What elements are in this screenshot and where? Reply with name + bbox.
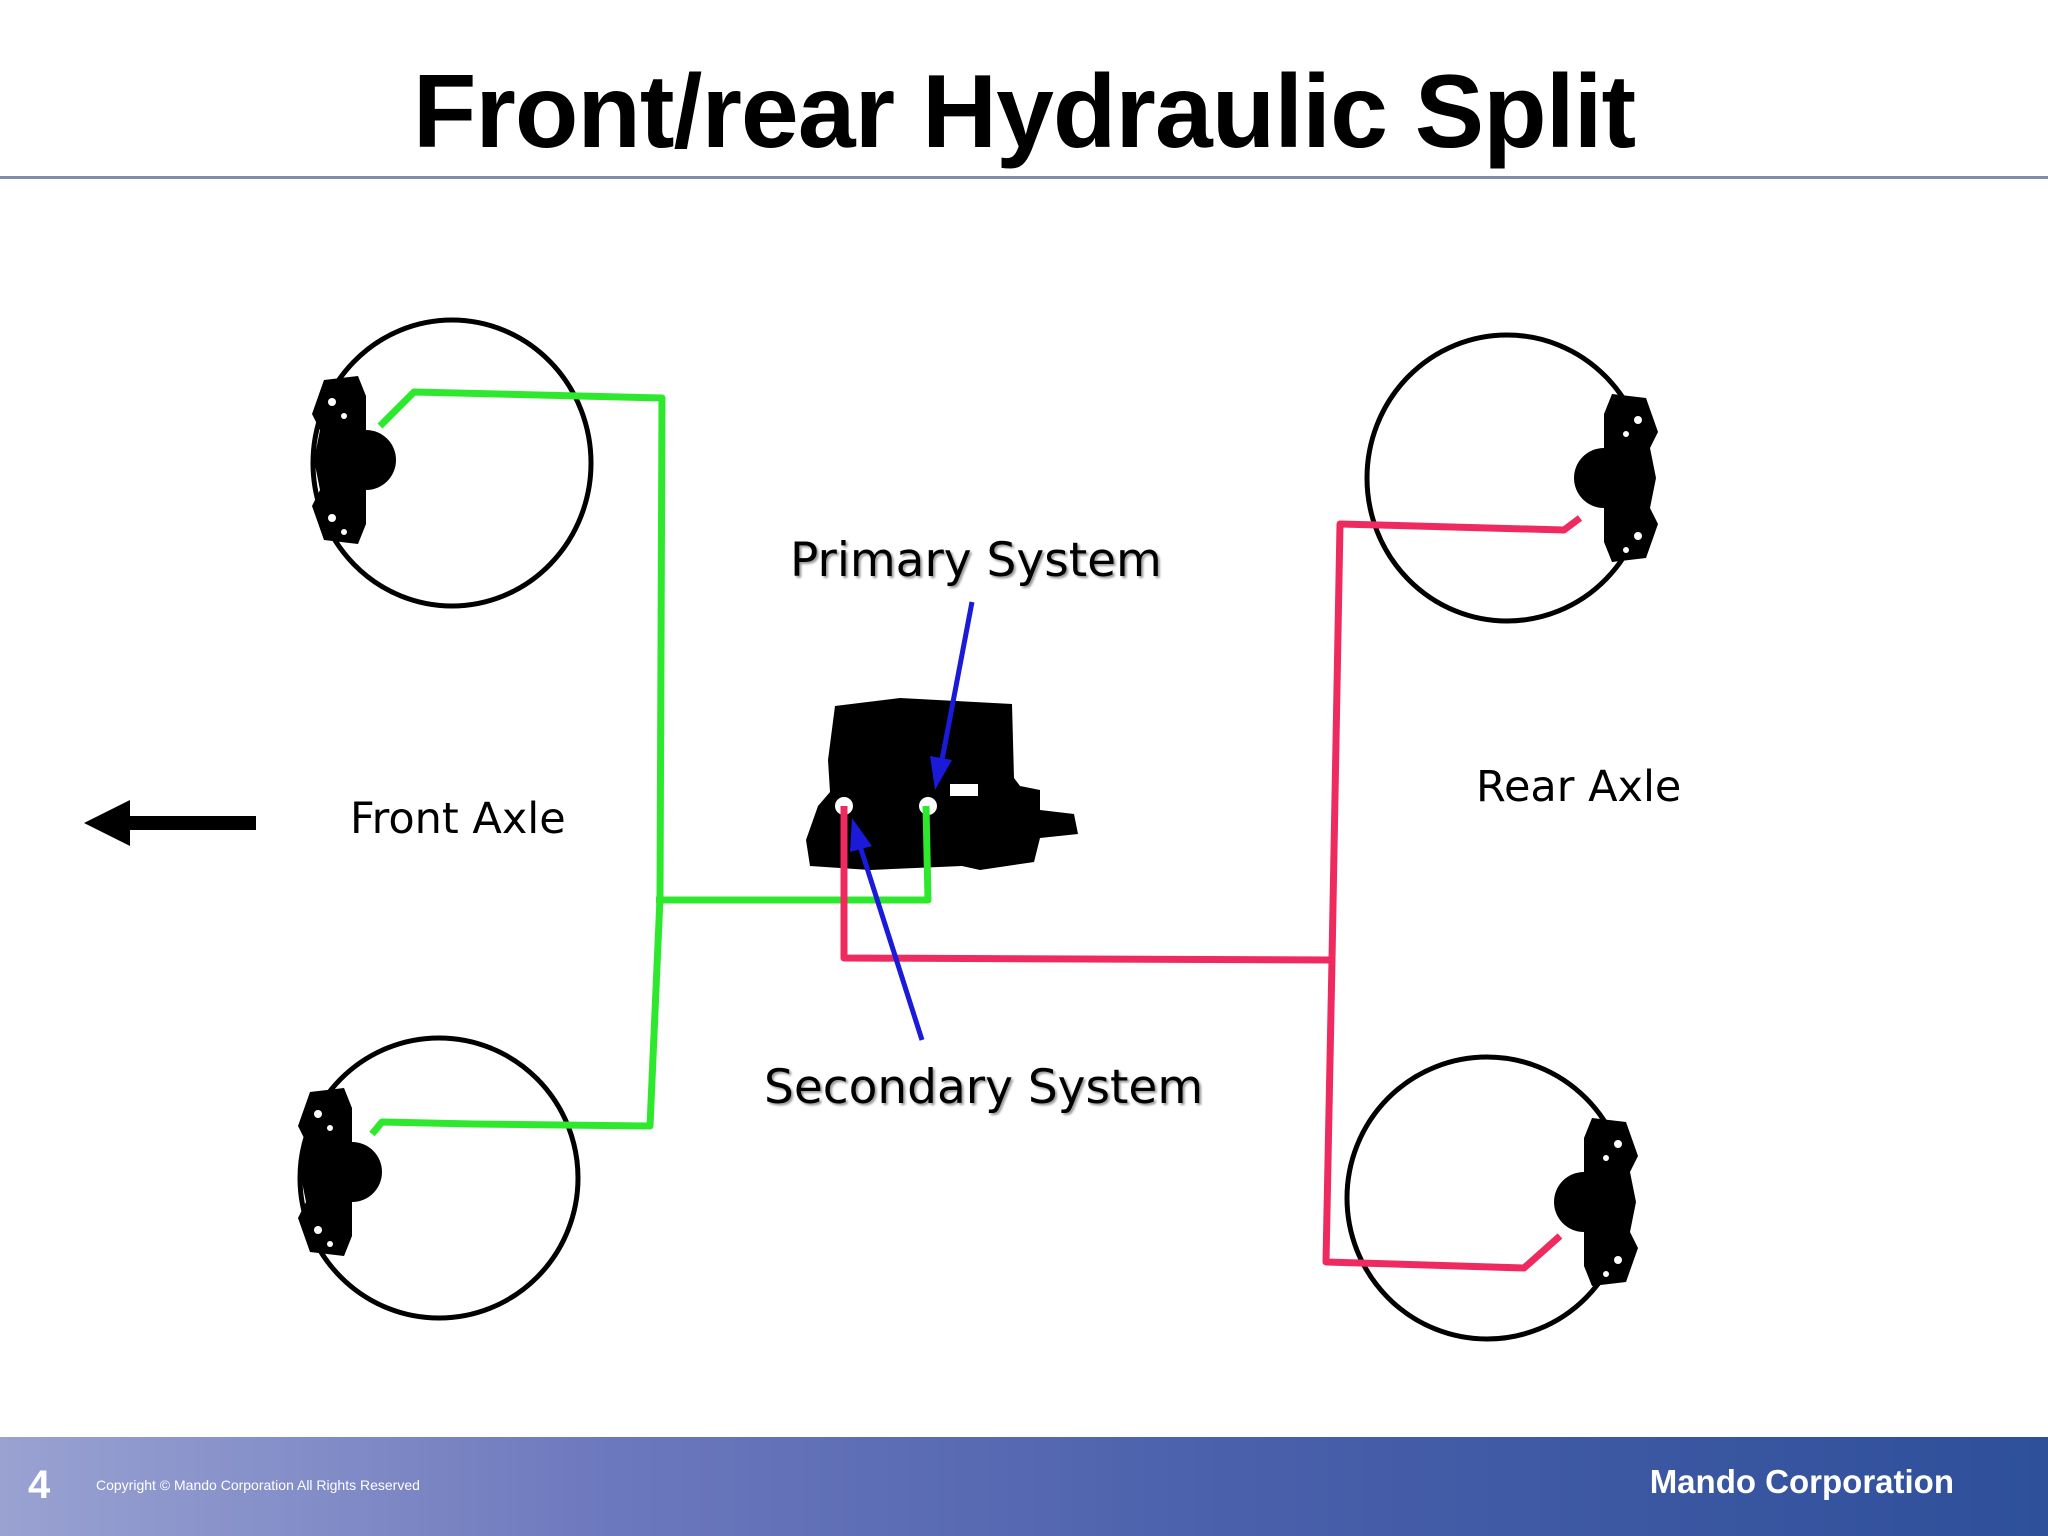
- title-divider: [0, 176, 2048, 179]
- secondary-pointer-arrow: [850, 818, 925, 1041]
- rear-right-wheel: [1344, 1054, 1638, 1342]
- primary-pointer-arrow: [930, 601, 975, 790]
- front-axle-label: Front Axle: [350, 794, 566, 844]
- direction-arrow: [84, 800, 256, 846]
- primary-system-label: Primary System: [790, 533, 1162, 588]
- page-number: 4: [28, 1463, 51, 1507]
- rear-left-caliper: [1574, 394, 1658, 562]
- slide-title: Front/rear Hydraulic Split: [412, 54, 1636, 170]
- rear-axle-label: Rear Axle: [1476, 762, 1682, 812]
- front-left-caliper: [312, 376, 396, 544]
- front-left-wheel: [310, 317, 594, 609]
- front-right-wheel: [297, 1035, 581, 1321]
- front-right-caliper: [298, 1088, 382, 1256]
- secondary-system-label: Secondary System: [764, 1060, 1204, 1115]
- rear-right-caliper: [1554, 1118, 1638, 1286]
- copyright-text: Copyright © Mando Corporation All Rights…: [96, 1477, 420, 1493]
- primary-circuit-line: [369, 388, 932, 1137]
- company-name: Mando Corporation: [1649, 1463, 1954, 1500]
- rear-left-wheel: [1364, 332, 1658, 624]
- footer-bar: 4 Copyright © Mando Corporation All Righ…: [0, 1437, 2048, 1536]
- secondary-circuit-line: [840, 515, 1583, 1272]
